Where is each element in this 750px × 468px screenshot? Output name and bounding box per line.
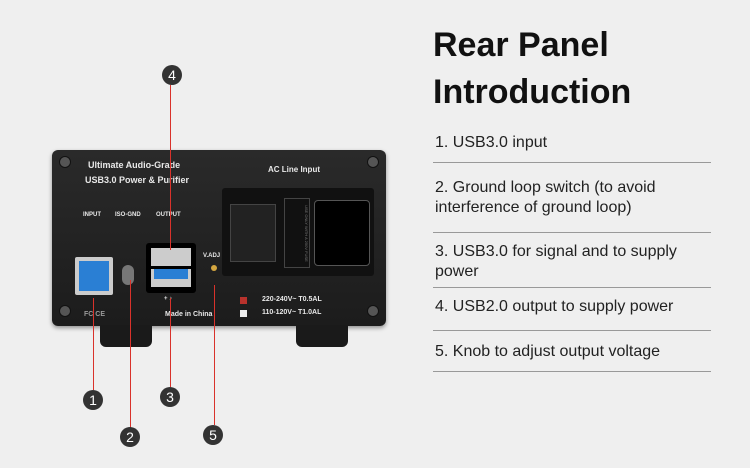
usb-output-ports <box>146 243 196 293</box>
voltage-110: 110-120V~ T1.0AL <box>262 309 322 316</box>
voltage-220: 220-240V~ T0.5AL <box>262 296 322 303</box>
fuse-label: USE ONLY WITH A 250V FUSE <box>284 198 310 268</box>
title-line1: Rear Panel <box>433 26 609 64</box>
ground-switch <box>122 265 134 285</box>
callout-3: 3 <box>160 387 180 407</box>
screw-icon <box>59 305 71 317</box>
callout-5: 5 <box>203 425 223 445</box>
title-line2: Introduction <box>433 73 632 111</box>
screw-icon <box>367 305 379 317</box>
voltage-red-box <box>240 297 247 304</box>
callout-line-5 <box>214 285 215 425</box>
brand-line1: Ultimate Audio-Grade <box>88 160 181 170</box>
output-label: OUTPUT <box>156 212 181 218</box>
power-switch <box>230 204 276 262</box>
cert-marks: FC CE <box>84 311 105 318</box>
voltage-white-box <box>240 310 247 317</box>
divider <box>433 371 711 372</box>
voltage-knob <box>211 265 217 271</box>
divider <box>433 162 711 163</box>
callout-line-2 <box>130 280 131 428</box>
callout-line-3 <box>170 298 171 387</box>
device-foot <box>100 325 152 347</box>
callout-line-4 <box>170 85 171 250</box>
screw-icon <box>367 156 379 168</box>
device-foot <box>296 325 348 347</box>
divider <box>433 287 711 288</box>
callout-line-1 <box>93 298 94 390</box>
list-item: 3. USB3.0 for signal and to supply power <box>435 243 677 280</box>
list-item: 5. Knob to adjust output voltage <box>435 343 661 360</box>
list-item: 2. Ground loop switch (to avoid interfer… <box>435 179 656 216</box>
divider <box>433 232 711 233</box>
ac-module: USE ONLY WITH A 250V FUSE <box>222 188 374 276</box>
brand-line2: USB3.0 Power & Purifier <box>85 175 190 185</box>
usb3-input-port <box>75 257 113 295</box>
usb-symbols: + ♪ <box>164 296 173 302</box>
screw-icon <box>59 156 71 168</box>
callout-1: 1 <box>83 390 103 410</box>
list-item: 1. USB3.0 input <box>435 134 548 151</box>
divider <box>433 330 711 331</box>
callout-4: 4 <box>162 65 182 85</box>
input-label: INPUT <box>83 212 101 218</box>
made-in-label: Made in China <box>165 311 213 318</box>
vadj-label: V.ADJ <box>203 253 221 259</box>
iec-socket <box>314 200 370 266</box>
list-item: 4. USB2.0 output to supply power <box>435 298 674 315</box>
callout-2: 2 <box>120 427 140 447</box>
isognd-label: ISO-GND <box>115 212 141 218</box>
ac-label: AC Line Input <box>268 165 320 174</box>
